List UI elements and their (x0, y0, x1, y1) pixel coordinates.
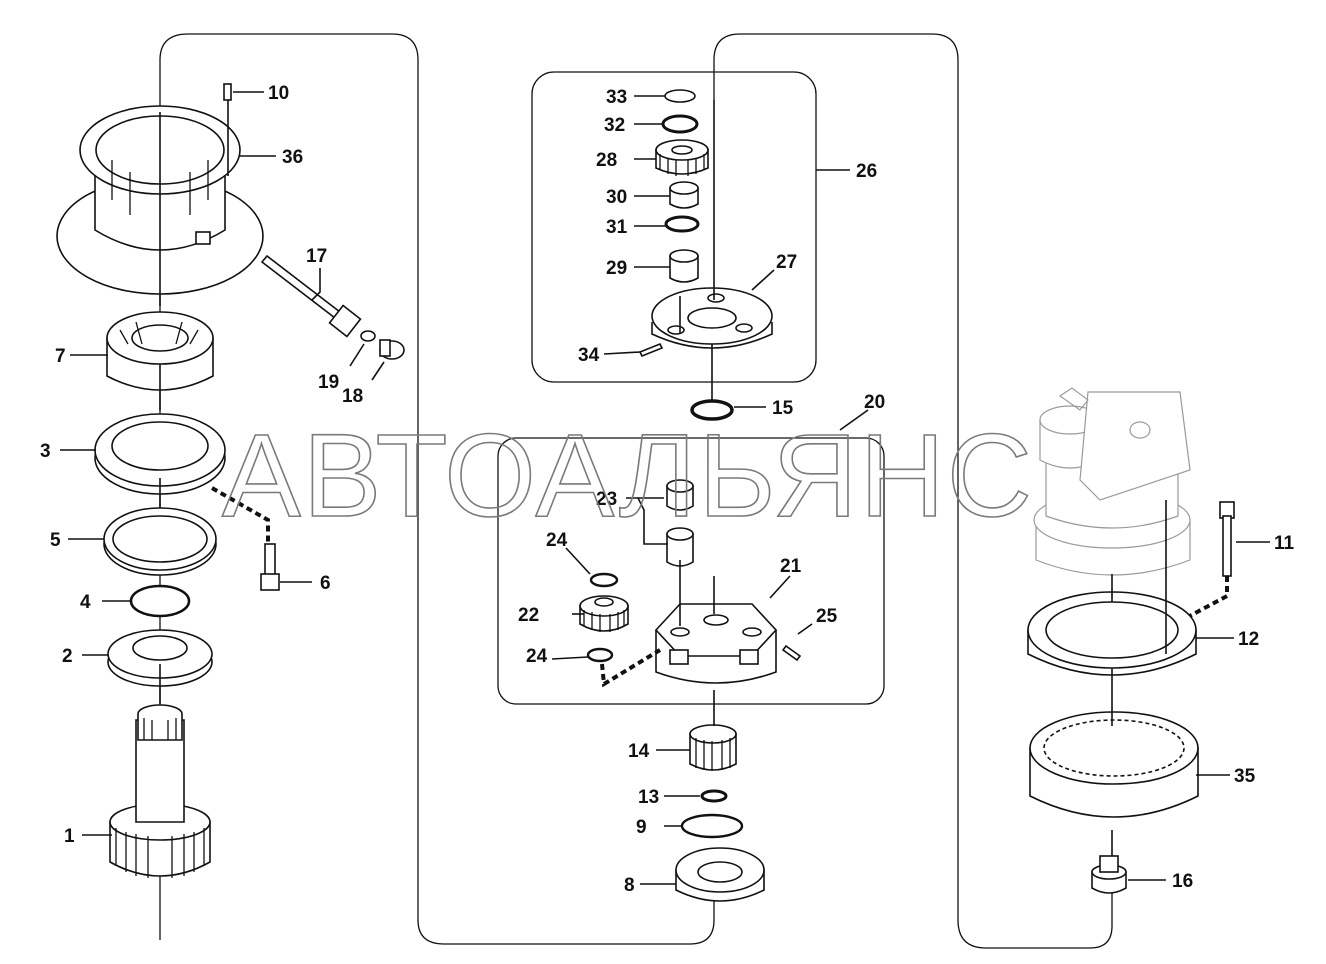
callout-15: 15 (772, 398, 794, 419)
watermark-text: АВТОАЛЬЯНС (222, 410, 1034, 542)
callout-24-upper: 24 (546, 530, 568, 551)
callout-29: 29 (606, 258, 627, 279)
callout-35: 35 (1234, 766, 1256, 787)
box-20-carrier-assembly (497, 437, 885, 705)
part-22-planet-gear (579, 595, 629, 632)
part-27-carrier-plate (651, 287, 773, 349)
part-18-plug (379, 339, 405, 360)
part-1-pinion-shaft (109, 704, 211, 878)
callout-36: 36 (282, 147, 303, 168)
callout-17: 17 (306, 246, 327, 267)
part-33-snap-ring (664, 89, 696, 103)
callout-21: 21 (780, 556, 802, 577)
callout-labels: 1 2 3 4 5 6 7 8 9 10 11 12 13 14 15 16 1… (40, 83, 1295, 896)
callout-34: 34 (578, 345, 600, 366)
part-5-seal-ring (103, 507, 217, 576)
callout-4: 4 (80, 592, 91, 613)
part-28-planet-gear (655, 139, 709, 176)
callout-19: 19 (318, 372, 339, 393)
callout-26: 26 (856, 161, 877, 182)
part-16-drive-gear (1091, 855, 1127, 894)
callout-25: 25 (816, 606, 838, 627)
callout-28: 28 (596, 150, 617, 171)
callout-12: 12 (1238, 629, 1259, 650)
part-24-thrust-washer-lower (586, 647, 614, 663)
group-outline-right (713, 33, 1113, 949)
callout-31: 31 (606, 217, 628, 238)
part-23-planet-pin (666, 479, 694, 567)
part-24-thrust-washer-upper (589, 572, 619, 588)
callout-24-lower: 24 (526, 646, 548, 667)
callout-2: 2 (62, 646, 73, 667)
callout-27: 27 (776, 252, 797, 273)
callout-7: 7 (55, 346, 66, 367)
part-29-planet-pin (669, 249, 699, 283)
callout-1: 1 (64, 826, 75, 847)
dash-6 (211, 486, 270, 545)
part-7-bearing (106, 311, 214, 391)
part-2-oil-seal (107, 629, 213, 687)
part-15-thrust-washer (690, 399, 734, 421)
part-3-flange-plate (94, 413, 226, 495)
part-31-thrust-washer (664, 215, 700, 233)
part-9-o-ring (680, 813, 744, 839)
part-11-bolt (1219, 501, 1235, 577)
part-30-needle-bearing (669, 181, 699, 209)
part-10-pin (223, 83, 232, 101)
part-motor-assembly (1033, 387, 1191, 576)
callout-18: 18 (342, 386, 363, 407)
part-6-bolt (260, 543, 280, 591)
dash-11-12 (1185, 576, 1229, 620)
axis-lines (159, 100, 1167, 856)
callout-30: 30 (606, 187, 627, 208)
callout-10: 10 (268, 83, 289, 104)
callout-32: 32 (604, 115, 625, 136)
part-8-bearing (675, 847, 765, 902)
part-34-pin (638, 342, 664, 358)
callout-20: 20 (864, 392, 885, 413)
part-4-o-ring (129, 584, 191, 618)
callout-6: 6 (320, 573, 331, 594)
box-26-carrier-assembly (531, 71, 817, 383)
callout-23: 23 (596, 489, 617, 510)
callout-22: 22 (518, 605, 539, 626)
callout-11: 11 (1274, 533, 1295, 554)
part-25-pin (781, 644, 802, 662)
part-14-sun-gear (689, 724, 737, 771)
part-12-spacer-ring (1027, 591, 1197, 676)
group-outline-left (159, 33, 715, 945)
leader-lines (60, 91, 1270, 885)
dash-22-21 (600, 648, 662, 688)
callout-33: 33 (606, 87, 627, 108)
callout-16: 16 (1172, 871, 1193, 892)
part-19-washer (360, 330, 376, 342)
callout-9: 9 (636, 817, 647, 838)
callout-14: 14 (628, 741, 650, 762)
callout-13: 13 (638, 787, 659, 808)
part-13-snap-ring (700, 789, 728, 803)
part-32-thrust-washer (661, 114, 699, 134)
part-17-gauge-rod (260, 254, 362, 338)
callout-3: 3 (40, 441, 51, 462)
callout-8: 8 (624, 875, 635, 896)
callout-5: 5 (50, 530, 61, 551)
part-21-carrier (654, 603, 778, 684)
part-35-ring-gear (1029, 711, 1199, 818)
